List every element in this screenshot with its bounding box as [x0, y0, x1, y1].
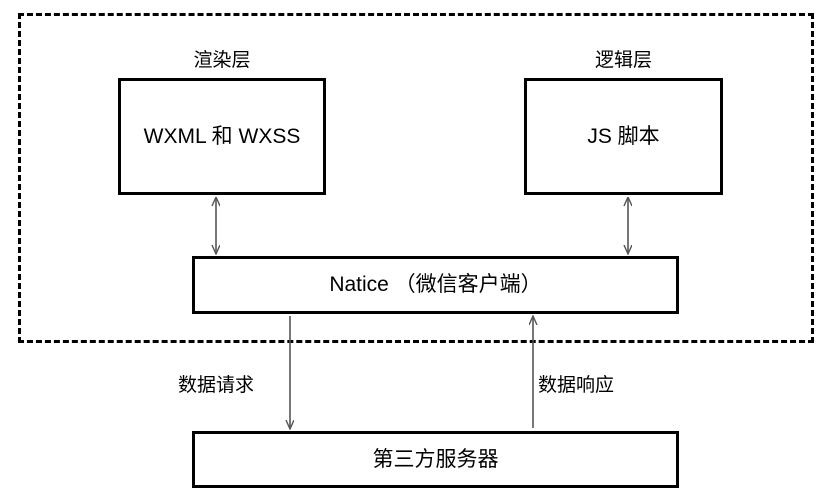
client-boundary-region — [18, 13, 814, 343]
node-server-label: 第三方服务器 — [372, 447, 499, 471]
node-render-label: WXML 和 WXSS — [143, 124, 301, 148]
node-render-wxml-wxss: WXML 和 WXSS — [118, 78, 326, 195]
data-request-label: 数据请求 — [178, 375, 255, 396]
data-response-label: 数据响应 — [538, 375, 615, 396]
node-logic-label: JS 脚本 — [587, 124, 660, 148]
render-layer-caption: 渲染层 — [193, 50, 251, 71]
node-native-label: Natice （微信客户端） — [329, 273, 542, 297]
node-native-wechat-client: Natice （微信客户端） — [192, 256, 679, 314]
logic-layer-caption: 逻辑层 — [594, 50, 652, 71]
node-logic-js-script: JS 脚本 — [524, 78, 723, 195]
node-third-party-server: 第三方服务器 — [192, 431, 679, 488]
